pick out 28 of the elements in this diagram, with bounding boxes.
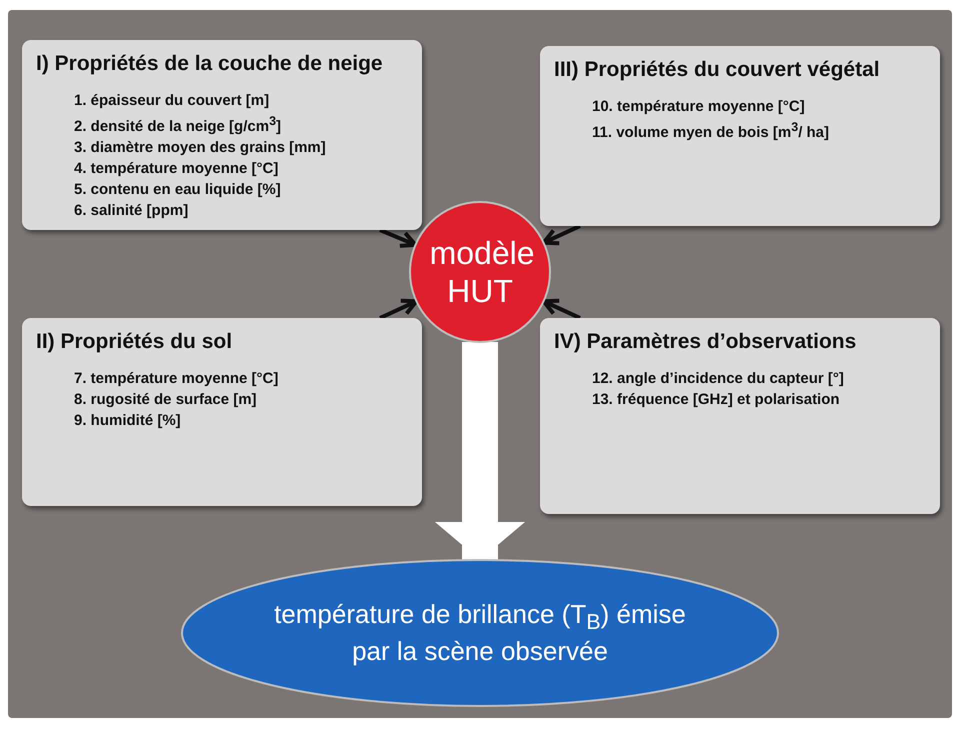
card-heading: III) Propriétés du couvert végétal [554,58,881,82]
input-arrow [379,228,418,248]
card-heading: I) Propriétés de la couche de neige [36,52,384,76]
parameter-item: 4. température moyenne [°C] [74,159,280,179]
parameter-item: 12. angle d’incidence du capteur [°] [592,369,845,389]
parameter-item: 13. fréquence [GHz] et polarisation [592,390,841,410]
node-label: température de brillance (T$_{B}$) émise par la scène observée [273,599,687,667]
card-heading: IV) Paramètres d’observations [554,330,858,354]
model-circle [410,202,550,342]
card-heading: II) Propriétés du sol [36,330,234,354]
output-ellipse [182,560,778,706]
parameter-item: 6. salinité [ppm] [74,201,190,221]
parameter-item: 5. contenu en eau liquide [%] [74,180,282,200]
parameter-item: 9. humidité [%] [74,411,182,431]
input-arrow [542,298,581,320]
property-card [540,318,940,514]
parameter-item: 11. volume myen de bois [m$^{3}$/ ha] [592,119,830,143]
parameter-item: 8. rugosité de surface [m] [74,390,258,410]
parameter-item: 2. densité de la neige [g/cm$^{3}$] [74,113,282,137]
parameter-item: 3. diamètre moyen des grains [mm] [74,138,327,158]
property-card [540,46,940,226]
property-card [22,40,422,230]
input-arrow [379,298,418,320]
parameter-item: 1. épaisseur du couvert [m] [74,91,270,111]
parameter-item: 10. température moyenne [°C] [592,97,806,117]
parameter-item: 7. température moyenne [°C] [74,369,280,389]
input-arrow [542,224,581,246]
property-card [22,318,422,506]
